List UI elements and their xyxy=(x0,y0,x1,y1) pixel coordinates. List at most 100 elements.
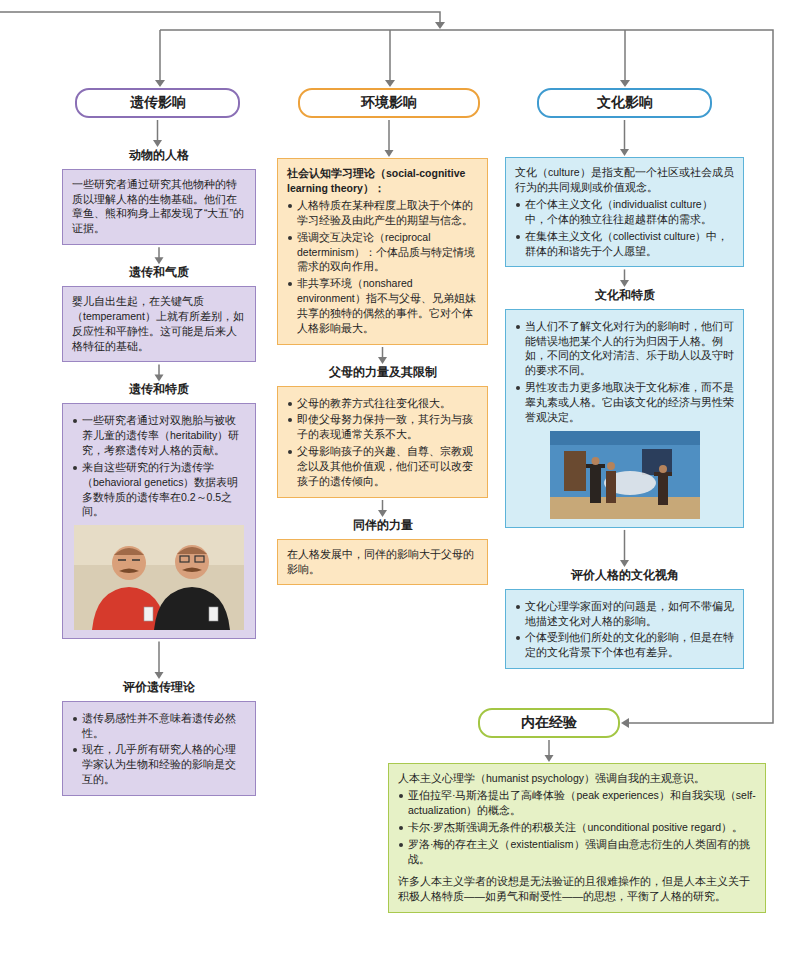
bullet-text: 遗传易感性并不意味着遗传必然性。 xyxy=(82,712,236,739)
bullet-row: 来自这些研究的行为遗传学（behavioral genetics）数据表明多数特… xyxy=(72,460,246,520)
bullet-dot xyxy=(288,402,292,406)
bullet-text: 个体受到他们所处的文化的影响，但是在特定的文化背景下个体也有差异。 xyxy=(525,631,734,658)
body-text: 在人格发展中，同伴的影响大于父母的影响。 xyxy=(287,547,478,577)
topic-box: 父母的力量及其限制父母的教养方式往往变化很大。即使父母努力保持一致，其行为与孩子… xyxy=(277,365,488,498)
bullet-row: 人格特质在某种程度上取决于个体的学习经验及由此产生的期望与信念。 xyxy=(287,198,478,228)
topic-heading: 文化和特质 xyxy=(505,288,744,304)
bullet-dot xyxy=(516,325,520,329)
topic-box: 社会认知学习理论（social-cognitive learning theor… xyxy=(277,158,488,345)
flow-arrow xyxy=(620,269,629,287)
bullet-row: 遗传易感性并不意味着遗传必然性。 xyxy=(72,711,246,741)
topic-panel: 文化（culture）是指支配一个社区或社会成员行为的共同规则或价值观念。在个体… xyxy=(505,157,744,267)
body-text: 许多人本主义学者的设想是无法验证的且很难操作的，但是人本主义关于积极人格特质——… xyxy=(398,874,756,904)
topic-panel: 社会认知学习理论（social-cognitive learning theor… xyxy=(277,158,488,345)
bullet-text: 亚伯拉罕·马斯洛提出了高峰体验（peak experiences）和自我实现（s… xyxy=(408,789,756,816)
flow-arrow xyxy=(155,247,164,264)
bullet-row: 在集体主义文化（collectivist culture）中，群体的和谐先于个人… xyxy=(515,229,734,259)
category-label: 内在经验 xyxy=(521,714,577,732)
bullet-dot xyxy=(516,235,520,239)
bullet-dot xyxy=(516,636,520,640)
topic-panel: 文化心理学家面对的问题是，如何不带偏见地描述文化对人格的影响。个体受到他们所处的… xyxy=(505,589,744,670)
bullet-dot xyxy=(399,843,403,847)
bullet-row: 卡尔·罗杰斯强调无条件的积极关注（unconditional positive … xyxy=(398,820,756,835)
bullet-text: 罗洛·梅的存在主义（existentialism）强调自由意志衍生的人类固有的挑… xyxy=(408,838,750,865)
topic-heading: 遗传和气质 xyxy=(62,265,256,281)
bullet-text: 在集体主义文化（collectivist culture）中，群体的和谐先于个人… xyxy=(525,230,728,257)
topic-panel: 在人格发展中，同伴的影响大于父母的影响。 xyxy=(277,539,488,586)
topic-panel: 父母的教养方式往往变化很大。即使父母努力保持一致，其行为与孩子的表现通常关系不大… xyxy=(277,386,488,498)
flow-arrow xyxy=(620,120,629,156)
topic-box: 动物的人格一些研究者通过研究其他物种的特质以理解人格的生物基础。他们在章鱼、熊和… xyxy=(62,148,256,245)
bullet-row: 现在，几乎所有研究人格的心理学家认为生物和经验的影响是交互的。 xyxy=(72,742,246,787)
bullet-text: 卡尔·罗杰斯强调无条件的积极关注（unconditional positive … xyxy=(408,821,743,833)
bullet-dot xyxy=(399,794,403,798)
flow-arrow xyxy=(378,347,387,364)
flow-arrow xyxy=(155,364,164,381)
topic-heading: 评价人格的文化视角 xyxy=(505,568,744,584)
bullet-dot xyxy=(288,204,292,208)
bullet-dot xyxy=(399,826,403,830)
bullet-row: 在个体主义文化（individualist culture）中，个体的独立往往超… xyxy=(515,197,734,227)
bullet-row: 父母的教养方式往往变化很大。 xyxy=(287,396,478,411)
bullet-dot xyxy=(516,386,520,390)
bullet-dot xyxy=(516,203,520,207)
bullet-dot xyxy=(73,748,77,752)
topic-panel: 一些研究者通过对双胞胎与被收养儿童的遗传率（heritability）研究，考察… xyxy=(62,403,256,639)
body-text: 人本主义心理学（humanist psychology）强调自我的主观意识。 xyxy=(398,771,756,786)
bullet-dot xyxy=(73,717,77,721)
bullet-text: 当人们不了解文化对行为的影响时，他们可能错误地把某个人的行为归因于人格。例如，不… xyxy=(525,320,734,377)
bullet-dot xyxy=(288,236,292,240)
topic-heading: 动物的人格 xyxy=(62,148,256,164)
topic-panel: 婴儿自出生起，在关键气质（temperament）上就有所差别，如反应性和平静性… xyxy=(62,286,256,363)
bullet-text: 人格特质在某种程度上取决于个体的学习经验及由此产生的期望与信念。 xyxy=(297,199,473,226)
bullet-text: 在个体主义文化（individualist culture）中，个体的独立往往超… xyxy=(525,198,713,225)
bullet-row: 男性攻击力更多地取决于文化标准，而不是睾丸素或人格。它由该文化的经济与男性荣誉观… xyxy=(515,380,734,425)
bullet-text: 一些研究者通过对双胞胎与被收养儿童的遗传率（heritability）研究，考察… xyxy=(82,414,239,456)
category-label: 文化影响 xyxy=(597,94,653,112)
body-text: 婴儿自出生起，在关键气质（temperament）上就有所差别，如反应性和平静性… xyxy=(72,294,246,354)
bullet-text: 来自这些研究的行为遗传学（behavioral genetics）数据表明多数特… xyxy=(82,461,238,518)
category-label: 环境影响 xyxy=(361,94,417,112)
category-pill: 遗传影响 xyxy=(75,88,240,118)
bullet-text: 文化心理学家面对的问题是，如何不带偏见地描述文化对人格的影响。 xyxy=(525,600,734,627)
topic-heading: 评价遗传理论 xyxy=(62,680,256,696)
bullet-dot xyxy=(73,419,77,423)
flow-arrow xyxy=(153,120,162,147)
category-pill: 环境影响 xyxy=(298,88,480,118)
topic-panel: 一些研究者通过研究其他物种的特质以理解人格的生物基础。他们在章鱼、熊和狗身上都发… xyxy=(62,169,256,246)
bullet-row: 父母影响孩子的兴趣、自尊、宗教观念以及其他价值观，他们还可以改变孩子的遗传倾向。 xyxy=(287,444,478,489)
topic-box: 遗传和特质一些研究者通过对双胞胎与被收养儿童的遗传率（heritability）… xyxy=(62,382,256,639)
topic-box: 文化和特质当人们不了解文化对行为的影响时，他们可能错误地把某个人的行为归因于人格… xyxy=(505,288,744,528)
body-text: 社会认知学习理论（social-cognitive learning theor… xyxy=(287,166,478,196)
topic-panel: 遗传易感性并不意味着遗传必然性。现在，几乎所有研究人格的心理学家认为生物和经验的… xyxy=(62,701,256,797)
topic-box: 评价遗传理论遗传易感性并不意味着遗传必然性。现在，几乎所有研究人格的心理学家认为… xyxy=(62,680,256,796)
bullet-row: 文化心理学家面对的问题是，如何不带偏见地描述文化对人格的影响。 xyxy=(515,599,734,629)
flow-arrow xyxy=(378,500,387,517)
bullet-text: 即使父母努力保持一致，其行为与孩子的表现通常关系不大。 xyxy=(297,413,473,440)
topic-box: 评价人格的文化视角文化心理学家面对的问题是，如何不带偏见地描述文化对人格的影响。… xyxy=(505,568,744,669)
bullet-text: 非共享环境（nonshared environment）指不与父母、兄弟姐妹共享… xyxy=(297,277,476,334)
flow-arrow xyxy=(385,120,394,157)
bullet-text: 父母的教养方式往往变化很大。 xyxy=(297,397,451,409)
western-photo xyxy=(550,431,700,519)
bullet-dot xyxy=(73,466,77,470)
bullet-dot xyxy=(288,450,292,454)
body-text: 文化（culture）是指支配一个社区或社会成员行为的共同规则或价值观念。 xyxy=(515,165,734,195)
category-pill: 文化影响 xyxy=(537,88,712,118)
bullet-text: 现在，几乎所有研究人格的心理学家认为生物和经验的影响是交互的。 xyxy=(82,743,236,785)
topic-panel: 当人们不了解文化对行为的影响时，他们可能错误地把某个人的行为归因于人格。例如，不… xyxy=(505,309,744,528)
bullet-row: 个体受到他们所处的文化的影响，但是在特定的文化背景下个体也有差异。 xyxy=(515,630,734,660)
topic-heading: 父母的力量及其限制 xyxy=(277,365,488,381)
bullet-text: 男性攻击力更多地取决于文化标准，而不是睾丸素或人格。它由该文化的经济与男性荣誉观… xyxy=(525,381,734,423)
topic-box: 人本主义心理学（humanist psychology）强调自我的主观意识。亚伯… xyxy=(388,763,766,913)
bullet-row: 即使父母努力保持一致，其行为与孩子的表现通常关系不大。 xyxy=(287,412,478,442)
twins-photo xyxy=(74,525,244,630)
bullet-row: 一些研究者通过对双胞胎与被收养儿童的遗传率（heritability）研究，考察… xyxy=(72,413,246,458)
bullet-text: 父母影响孩子的兴趣、自尊、宗教观念以及其他价值观，他们还可以改变孩子的遗传倾向。 xyxy=(297,445,473,487)
topic-box: 遗传和气质婴儿自出生起，在关键气质（temperament）上就有所差别，如反应… xyxy=(62,265,256,362)
topic-panel: 人本主义心理学（humanist psychology）强调自我的主观意识。亚伯… xyxy=(388,763,766,913)
bullet-row: 亚伯拉罕·马斯洛提出了高峰体验（peak experiences）和自我实现（s… xyxy=(398,788,756,818)
bullet-row: 罗洛·梅的存在主义（existentialism）强调自由意志衍生的人类固有的挑… xyxy=(398,837,756,867)
topic-heading: 遗传和特质 xyxy=(62,382,256,398)
topic-box: 文化（culture）是指支配一个社区或社会成员行为的共同规则或价值观念。在个体… xyxy=(505,157,744,267)
